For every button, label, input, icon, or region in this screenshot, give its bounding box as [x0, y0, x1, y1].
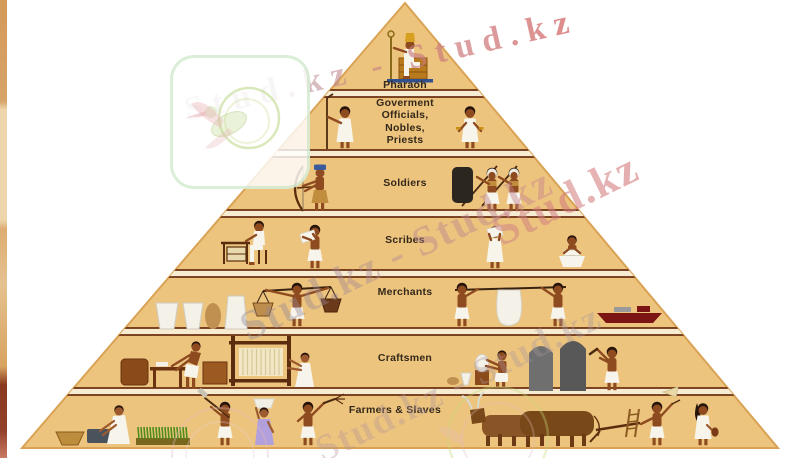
label-soldiers: Soldiers: [383, 177, 427, 189]
left-page-border-strip: [0, 0, 7, 458]
tier-officials-figures: [326, 93, 484, 149]
label-merchants: Merchants: [377, 286, 433, 298]
tier-farmers-figures: [55, 386, 719, 447]
label-pharaoh: Pharaoh: [383, 79, 427, 91]
tier-soldiers-figures: [293, 164, 522, 212]
tier-craftsmen-figures: [120, 336, 620, 391]
label-farmers-slaves: Farmers & Slaves: [348, 404, 442, 416]
label-scribes: Scribes: [385, 234, 425, 246]
tier-merchants-figures: [155, 282, 662, 330]
pyramid-shape: [19, 1, 781, 449]
label-government-officials: Goverment Officials, Nobles, Priests: [376, 97, 434, 147]
label-craftsmen: Craftsmen: [377, 352, 433, 364]
tier-scribes-figures: [221, 220, 585, 269]
tier-pharaoh-figures: [387, 30, 433, 83]
